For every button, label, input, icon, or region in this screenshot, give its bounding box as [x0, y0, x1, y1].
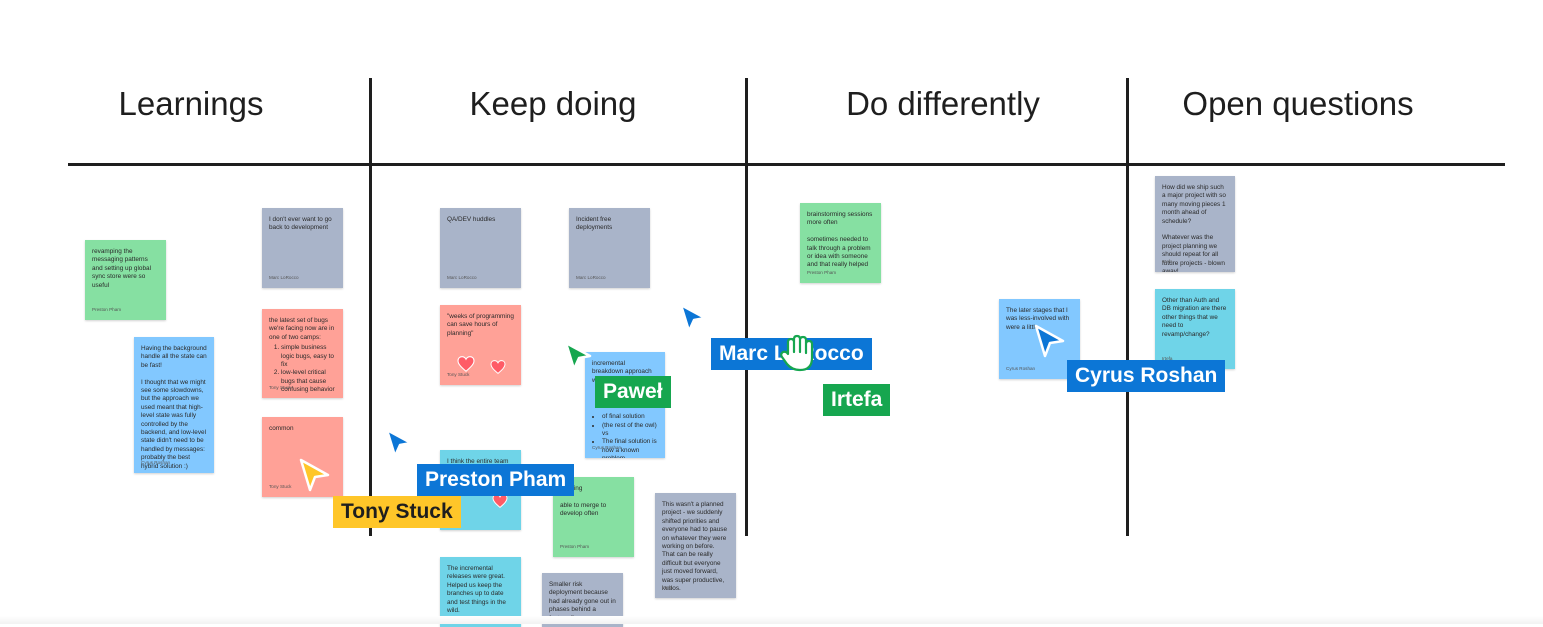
- note-author: Preston Pham: [560, 543, 590, 549]
- note-author: Marc LoRocco: [576, 274, 606, 280]
- note-text: Other than Auth and DB migration are the…: [1162, 297, 1227, 338]
- column-divider-2: [745, 78, 748, 536]
- blue-arrow-cursor-icon: [679, 303, 707, 333]
- note-author: Tony Stuck: [269, 384, 292, 390]
- sticky-note[interactable]: Incident free deployments Marc LoRocco: [569, 208, 650, 288]
- note-text: QA/DEV huddles: [447, 216, 496, 223]
- cursor-name-tag: Cyrus Roshan: [1067, 360, 1226, 392]
- header-divider-line: [68, 163, 1505, 166]
- column-title-keep-doing: Keep doing: [469, 85, 637, 122]
- sticky-note[interactable]: QA/DEV huddles Marc LoRocco: [440, 208, 521, 288]
- note-text: Incident free deployments: [576, 216, 613, 232]
- note-author: Marc LoRocco: [269, 274, 299, 280]
- note-text: The incremental releases were great. Hel…: [447, 565, 506, 615]
- column-divider-1: [369, 78, 372, 536]
- note-text: revamping the messaging patterns and set…: [92, 248, 151, 289]
- heart-icon[interactable]: [490, 360, 506, 374]
- note-author: Cyrus Roshan: [592, 444, 622, 450]
- sticky-note[interactable]: This wasn't a planned project - we sudde…: [655, 493, 736, 598]
- sticky-note[interactable]: revamping the messaging patterns and set…: [85, 240, 166, 320]
- blue-arrow-cursor-icon: [385, 428, 413, 458]
- sticky-note[interactable]: I don't ever want to go back to developm…: [262, 208, 343, 288]
- note-text: I think the entire team: [447, 458, 509, 465]
- note-list-item: The final solution is now a known proble…: [602, 438, 658, 458]
- note-text: I don't ever want to go back to developm…: [269, 216, 332, 232]
- cursor-name-tag: Preston Pham: [417, 464, 575, 496]
- column-title-open-questions: Open questions: [1182, 85, 1414, 122]
- sticky-note[interactable]: brainstorming sessions more often someti…: [800, 203, 881, 283]
- note-author: Cyrus Roshan: [1006, 365, 1036, 371]
- cursor-name-tag: Irtefa: [823, 384, 891, 416]
- column-divider-3: [1126, 78, 1129, 536]
- note-text: brainstorming sessions more often someti…: [807, 211, 873, 269]
- note-list-item: of final solution: [602, 413, 658, 421]
- sticky-note[interactable]: How did we ship such a major project wit…: [1155, 176, 1235, 272]
- note-author: Preston Pham: [807, 269, 837, 275]
- cursor-name-tag: Tony Stuck: [333, 496, 461, 528]
- note-author: Cyrus Roshan: [141, 459, 171, 465]
- green-arrow-cursor-icon: [564, 341, 592, 371]
- note-author: Irtefa: [1162, 258, 1173, 264]
- heart-icon[interactable]: [457, 356, 475, 372]
- heart-icon[interactable]: [492, 494, 508, 508]
- grab-hand-cursor-icon: [780, 334, 814, 372]
- note-list: simple business logic bugs, easy to fix …: [269, 344, 336, 394]
- note-text: Having the background handle all the sta…: [141, 345, 207, 470]
- note-list-item: simple business logic bugs, easy to fix: [281, 344, 336, 369]
- sticky-note[interactable]: flagging able to merge to develop often …: [553, 477, 634, 557]
- note-list-item: (the rest of the owl) vs: [602, 422, 658, 439]
- canvas-bottom-edge: [0, 616, 1543, 624]
- note-text: common: [269, 425, 294, 432]
- column-title-do-differently: Do differently: [846, 85, 1040, 122]
- sticky-note[interactable]: Having the background handle all the sta…: [134, 337, 214, 473]
- sticky-note[interactable]: common Tony Stuck: [262, 417, 343, 497]
- note-author: Tony Stuck: [447, 371, 470, 377]
- note-text: This wasn't a planned project - we sudde…: [662, 501, 728, 593]
- blue-arrow-cursor-icon: [1034, 324, 1065, 358]
- note-text: How did we ship such a major project wit…: [1162, 184, 1226, 272]
- column-title-learnings: Learnings: [118, 85, 264, 122]
- note-author: Marc LoRocco: [447, 274, 477, 280]
- note-text: The later stages that I was less-involve…: [1006, 307, 1070, 331]
- note-author: Irtefa: [662, 584, 673, 590]
- sticky-note[interactable]: "weeks of programming can save hours of …: [440, 305, 521, 385]
- note-text: the latest set of bugs we're facing now …: [269, 317, 335, 341]
- sticky-note[interactable]: Other than Auth and DB migration are the…: [1155, 289, 1235, 369]
- sticky-note[interactable]: The incremental releases were great. Hel…: [440, 557, 521, 627]
- note-text: "weeks of programming can save hours of …: [447, 313, 514, 337]
- yellow-arrow-cursor-icon: [299, 458, 330, 492]
- note-list: of final solution (the rest of the owl) …: [592, 413, 658, 458]
- note-author: Tony Stuck: [269, 483, 292, 489]
- sticky-note[interactable]: the latest set of bugs we're facing now …: [262, 309, 343, 398]
- cursor-name-tag: Paweł: [595, 376, 671, 408]
- note-author: Irtefa: [1162, 355, 1173, 361]
- note-author: Preston Pham: [92, 306, 122, 312]
- note-list-item: low-level critical bugs that cause confu…: [281, 369, 336, 394]
